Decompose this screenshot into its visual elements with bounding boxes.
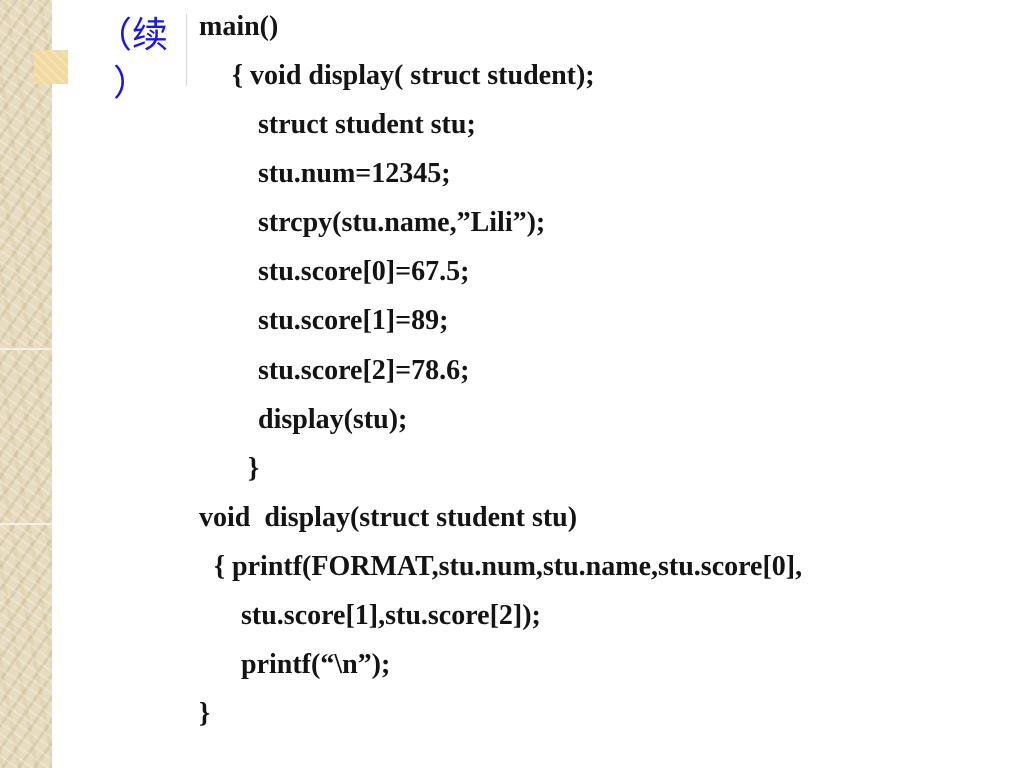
code-line: } (199, 698, 211, 729)
code-line: strcpy(stu.name,”Lili”); (258, 207, 546, 238)
strip-divider (0, 348, 52, 350)
code-line: stu.score[1]=89; (258, 305, 449, 336)
code-line: struct student stu; (258, 109, 476, 140)
code-line: void display(struct student stu) (199, 502, 578, 533)
code-line: } (248, 453, 260, 484)
code-line: stu.score[0]=67.5; (258, 256, 470, 287)
code-line: stu.score[2]=78.6; (258, 355, 470, 386)
decorative-tile (34, 50, 68, 84)
heading-divider-rule (186, 14, 187, 86)
heading-line-2: ） (112, 63, 149, 104)
code-line: printf(“\n”); (241, 649, 391, 680)
code-line: stu.score[1],stu.score[2]); (241, 600, 541, 631)
heading-line-1: （续 (96, 15, 169, 56)
code-line: { void display( struct student); (232, 60, 595, 91)
code-line: main() (199, 11, 279, 42)
strip-divider (0, 523, 52, 525)
code-line: { printf(FORMAT,stu.num,stu.name,stu.sco… (214, 551, 803, 582)
code-line: stu.num=12345; (258, 158, 451, 189)
slide-heading: （续 ） (96, 12, 169, 108)
code-line: display(stu); (258, 404, 408, 435)
decorative-left-strip (0, 0, 52, 768)
